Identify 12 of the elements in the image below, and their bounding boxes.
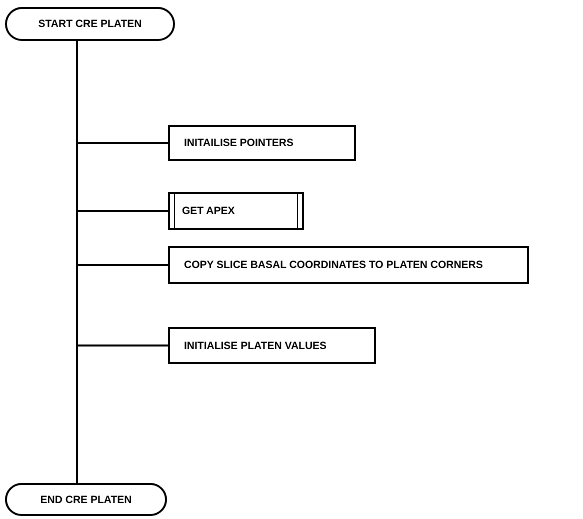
- node-label: COPY SLICE BASAL COORDINATES TO PLATEN CORNERS: [184, 259, 483, 271]
- subroutine-box: [168, 192, 304, 230]
- process-box: [168, 246, 529, 284]
- terminator-box: [5, 483, 167, 516]
- node-label: GET APEX: [182, 205, 235, 217]
- node-label: INITAILISE POINTERS: [184, 137, 294, 149]
- node-label: END CRE PLATEN: [40, 494, 132, 506]
- process-box: [168, 327, 376, 364]
- process-box: [168, 125, 356, 161]
- node-label: INITIALISE PLATEN VALUES: [184, 340, 327, 352]
- node-label: START CRE PLATEN: [38, 18, 142, 30]
- terminator-box: [5, 7, 175, 41]
